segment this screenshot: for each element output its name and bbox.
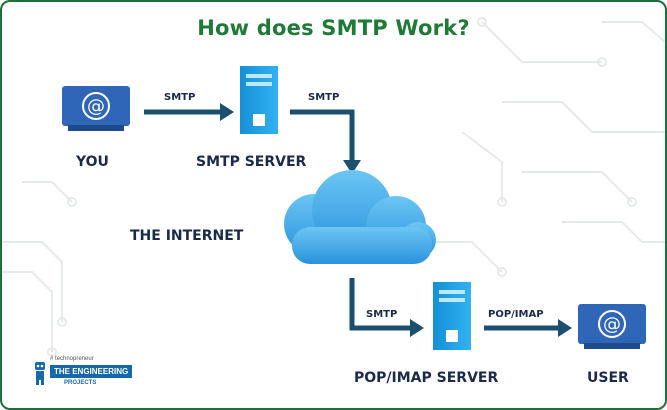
arrow-pop-to-user (484, 319, 572, 337)
node-label-pop-imap-server: POP/IMAP SERVER (354, 370, 499, 386)
logo-tagline: # technopreneur (50, 356, 94, 362)
edge-label-smtp-to-internet: SMTP (308, 92, 340, 103)
node-label-you: YOU (76, 154, 109, 170)
at-glyph-you: @ (87, 96, 105, 117)
engineering-projects-logo: # technopreneur THE ENGINEERING PROJECTS (32, 356, 152, 400)
logo-name: THE ENGINEERING (50, 365, 133, 378)
pop-imap-server-icon (433, 282, 471, 350)
arrow-you-to-smtp (144, 103, 234, 121)
page-title: How does SMTP Work? (197, 16, 470, 40)
at-glyph-user: @ (603, 314, 621, 335)
logo-sub: PROJECTS (64, 380, 97, 386)
node-label-smtp-server: SMTP SERVER (196, 154, 307, 170)
edge-label-you-to-smtp: SMTP (164, 92, 196, 103)
node-label-internet: THE INTERNET (130, 228, 244, 244)
user-computer-icon: @ (578, 304, 646, 349)
robot-icon (35, 362, 45, 385)
node-label-user: USER (587, 370, 629, 386)
smtp-server-icon (240, 66, 278, 134)
arrow-smtp-to-internet (290, 109, 361, 174)
you-computer-icon: @ (62, 86, 130, 131)
edge-label-pop-to-user: POP/IMAP (488, 309, 544, 320)
internet-cloud-icon (284, 170, 436, 264)
arrow-internet-to-pop (349, 278, 424, 337)
edge-label-internet-to-pop: SMTP (366, 309, 398, 320)
